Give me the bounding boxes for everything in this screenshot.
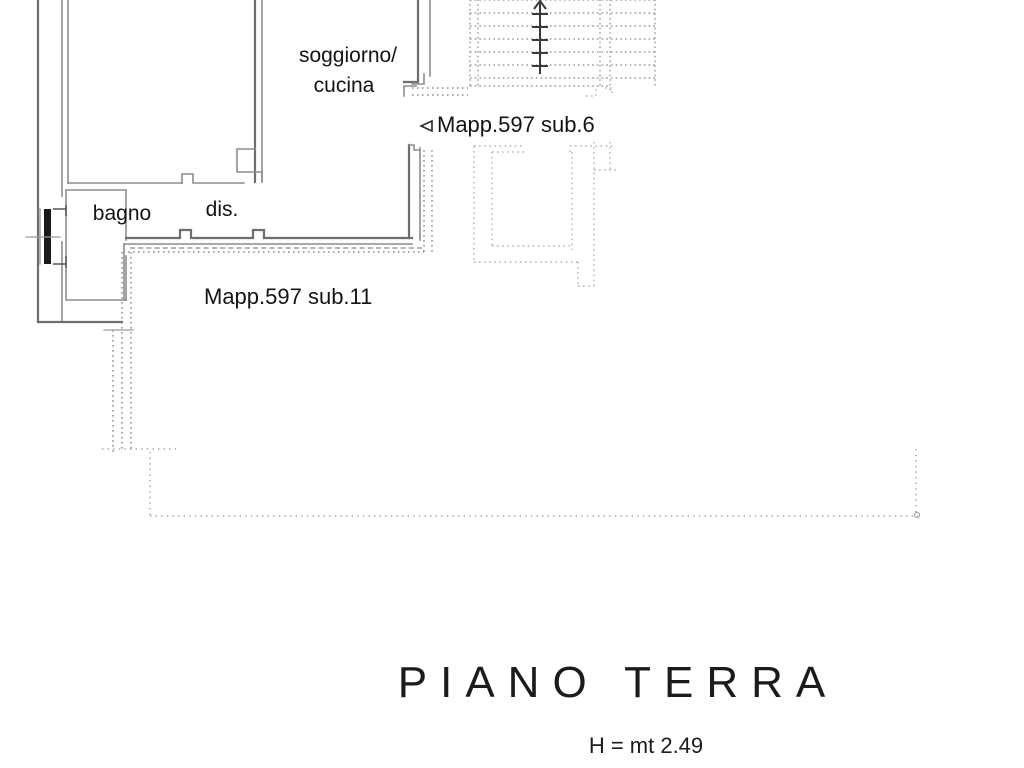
room-label-soggiorno: soggiorno/ <box>299 44 397 67</box>
unit-label-sub11: Mapp.597 sub.11 <box>204 284 372 309</box>
living-room-bottom-wall-jamb <box>181 173 245 184</box>
room-label-dis: dis. <box>206 198 239 221</box>
unit-label-sub6: Mapp.597 sub.6 <box>437 112 595 137</box>
corridor-right-wall-cap <box>408 144 421 151</box>
stair-corner-tick <box>605 87 613 96</box>
staircase-hidden <box>469 0 656 97</box>
room-label-bagno: bagno <box>93 202 151 225</box>
page-title: PIANO TERRA <box>398 658 838 707</box>
hidden-construction-lines <box>103 0 468 452</box>
living-room-corner-stub <box>411 73 425 85</box>
stair-corner-tick-2 <box>586 88 597 97</box>
adjacent-unit-hidden-rooms <box>473 142 618 287</box>
ceiling-height-label: H = mt 2.49 <box>589 733 703 758</box>
left-triangle-marker-icon <box>419 119 433 133</box>
corridor-bottom-wall <box>124 228 414 240</box>
entrance-door-symbol <box>25 205 67 268</box>
unit-sub11-walls <box>36 0 421 324</box>
property-boundary-dotted <box>102 448 921 519</box>
room-label-cucina: cucina <box>314 74 375 97</box>
bathroom-left-and-bottom-wall <box>65 189 127 301</box>
unit-label-sub6-group: Mapp.597 sub.6 <box>419 112 595 137</box>
living-room-corner-stub-2 <box>403 85 417 97</box>
living-room-right-wall <box>402 0 420 84</box>
boundary-corner-node <box>913 511 921 519</box>
central-partition-door-jamb <box>236 148 263 183</box>
stair-up-arrow-icon <box>532 0 548 74</box>
stair-arrow-head <box>533 0 547 10</box>
